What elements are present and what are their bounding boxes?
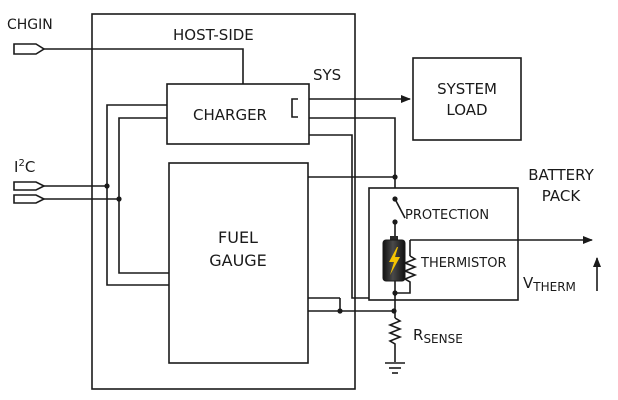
rsense-wiring xyxy=(387,293,403,362)
chgin-terminal xyxy=(13,43,244,84)
battery-pack-label-2: PACK xyxy=(542,187,582,205)
protection-label: PROTECTION xyxy=(405,208,489,223)
system-load-label-1: SYSTEM xyxy=(437,80,497,98)
rsense-label: RSENSE xyxy=(413,326,463,346)
battery-pack-label-1: BATTERY xyxy=(528,166,594,184)
charger-switch-bracket xyxy=(291,98,298,118)
switch-icon xyxy=(392,196,406,237)
system-load-block xyxy=(412,57,522,141)
fuel-gauge-block xyxy=(168,162,309,364)
fuel-gauge-label-2: GAUGE xyxy=(209,251,267,270)
chgin-label: CHGIN xyxy=(7,17,53,33)
sys-label: SYS xyxy=(313,66,341,84)
vtherm-label: VTHERM xyxy=(523,274,576,294)
resistor-icon xyxy=(402,255,418,288)
ground-icon xyxy=(385,362,405,374)
i2c-label: I2C xyxy=(14,158,35,176)
resistor-icon xyxy=(387,317,403,362)
charger-block xyxy=(166,83,310,145)
charger-label: CHARGER xyxy=(193,106,267,124)
thermistor-wiring xyxy=(392,236,593,296)
i2c-bus xyxy=(104,104,169,286)
fuel-gauge-wiring xyxy=(308,174,398,314)
thermistor-label: THERMISTOR xyxy=(420,256,506,271)
system-load-label-2: LOAD xyxy=(446,101,487,119)
host-side-label: HOST-SIDE xyxy=(173,26,254,44)
fuel-gauge-label-1: FUEL xyxy=(218,228,258,247)
